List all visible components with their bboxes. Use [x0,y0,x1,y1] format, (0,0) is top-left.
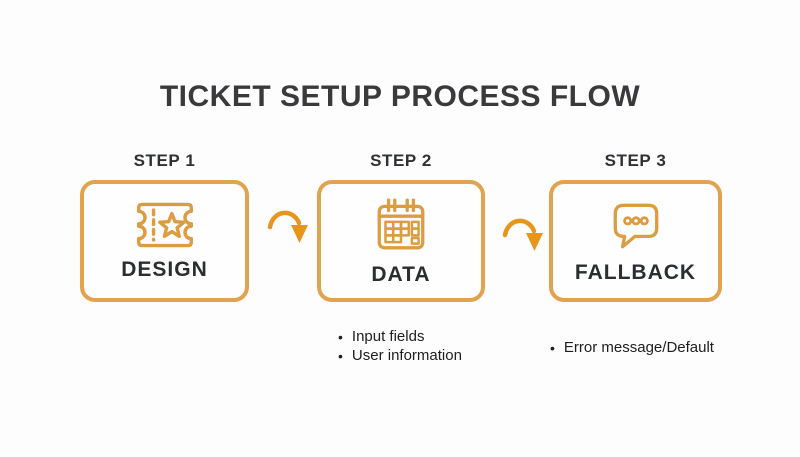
step-3-card: FALLBACK [549,180,722,302]
note-item: • User information [338,347,462,366]
chat-bubble-icon [607,198,665,252]
flow-arrow-2 [502,218,543,251]
step-3-notes: • Error message/Default [550,339,714,358]
step-3: STEP 3 FALLBACK [549,150,722,302]
step-3-label: STEP 3 [604,151,667,170]
step-1: STEP 1 DESIGN [80,150,249,302]
step-2-name: DATA [371,262,431,286]
note-text: Error message/Default [563,339,714,356]
page-title: TICKET SETUP PROCESS FLOW [159,80,641,113]
step-2-notes: • Input fields • User information [338,328,462,365]
step-2: STEP 2 [317,150,485,302]
calendar-icon [372,196,430,254]
step-3-name: FALLBACK [574,260,697,284]
note-item: • Input fields [338,328,462,347]
flow-arrow-1 [267,210,308,243]
ticket-icon [128,201,202,249]
bullet-icon: • [550,340,555,357]
step-2-label: STEP 2 [370,151,432,170]
note-text: User information [351,346,462,364]
step-1-name: DESIGN [121,257,208,281]
step-1-card: DESIGN [80,180,249,302]
step-2-card: DATA [317,180,485,302]
bullet-icon: • [338,329,343,346]
note-text: Input fields [351,328,425,345]
step-1-label: STEP 1 [133,151,196,170]
bullet-icon: • [338,347,343,364]
note-item: • Error message/Default [550,339,714,358]
